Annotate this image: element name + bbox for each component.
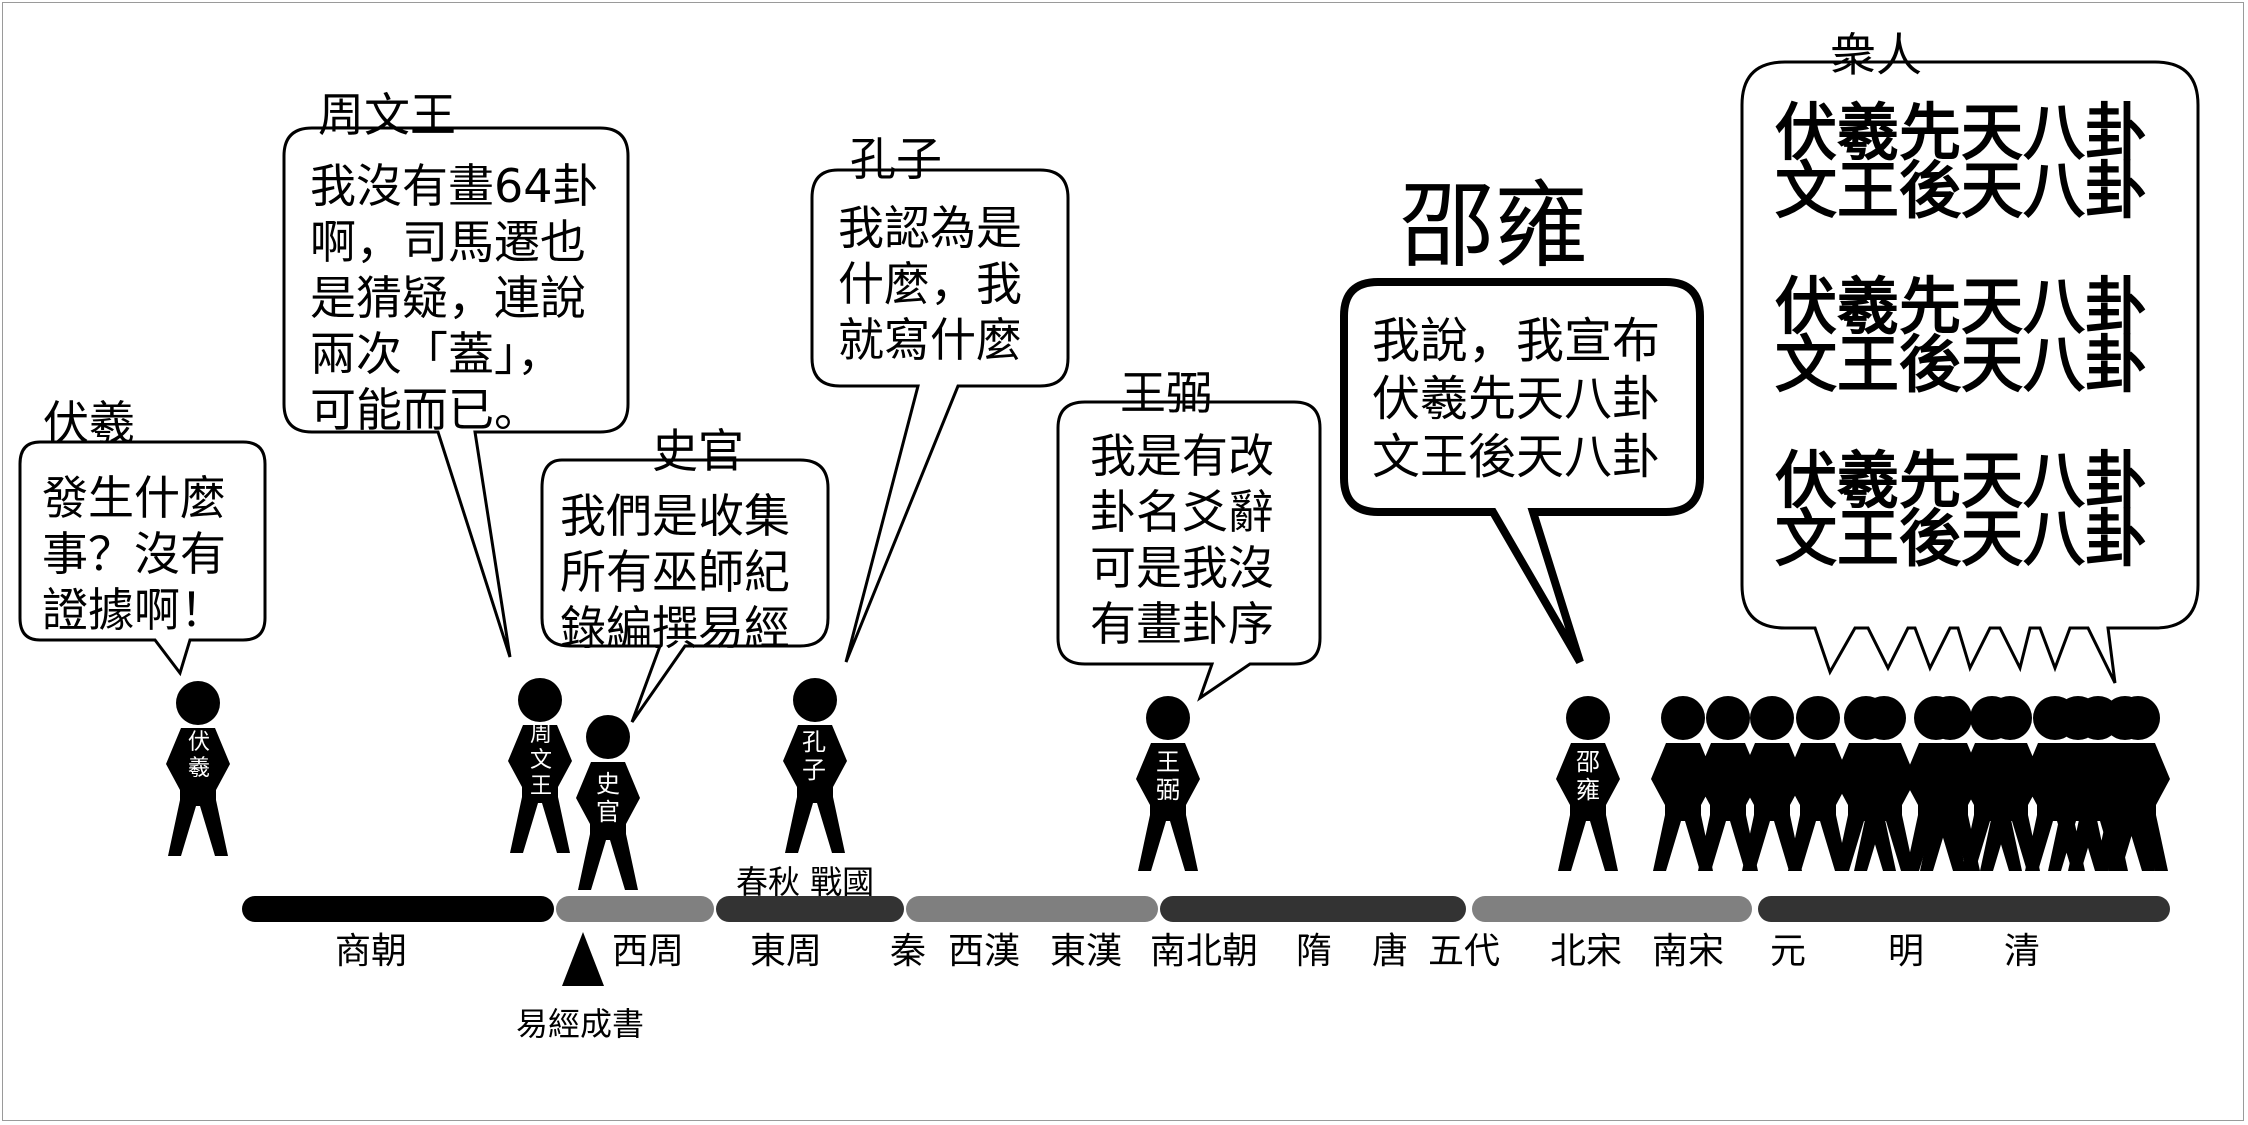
bubble-text-kongzi: 我認為是 什麼，我 就寫什麼 bbox=[838, 201, 1022, 367]
era-wudai: 五代 bbox=[1428, 931, 1501, 972]
timeline-bar-dongzhou bbox=[716, 896, 904, 922]
timeline-bar-nanbei-tang bbox=[1160, 896, 1466, 922]
bubble-zhongren bbox=[1740, 60, 2200, 684]
bubble-text-zhongren: 伏羲先天八卦 文王後天八卦 伏羲先天八卦 文王後天八卦 伏羲先天八卦 文王後天八… bbox=[1775, 96, 2148, 575]
speaker-zhongren: 衆人 bbox=[1830, 28, 1922, 82]
timeline-bar-yuan-ming-qing bbox=[1758, 896, 2170, 922]
era-nanbeichao: 南北朝 bbox=[1150, 931, 1259, 972]
bubble-fuxi bbox=[18, 440, 267, 677]
bubble-shaoyong bbox=[1340, 278, 1704, 665]
timeline-bar-song bbox=[1472, 896, 1752, 922]
speaker-kongzi: 孔子 bbox=[850, 132, 942, 186]
figure-label-zhouwenwang: 周 文 王 bbox=[530, 722, 553, 799]
speaker-fuxi: 伏羲 bbox=[43, 396, 135, 450]
figure-label-kongzi: 孔 子 bbox=[802, 728, 826, 784]
era-nansong: 南宋 bbox=[1652, 931, 1725, 972]
bubble-shiguan bbox=[540, 458, 830, 723]
bubble-text-zhouwenwang: 我沒有畫64卦 啊，司馬遷也 是猜疑，連說 兩次「蓋」， 可能而已。 bbox=[310, 159, 599, 437]
era-chunqiu-zhanguo: 春秋 戰國 bbox=[736, 863, 875, 901]
era-sui: 隋 bbox=[1296, 931, 1333, 972]
era-qing: 清 bbox=[2004, 931, 2041, 972]
bubble-wangbi bbox=[1056, 400, 1322, 702]
bubble-text-shaoyong: 我說，我宣布 伏羲先天八卦 文王後天八卦 bbox=[1372, 313, 1661, 485]
bubble-text-fuxi: 發生什麼 事？沒有 證據啊！ bbox=[42, 471, 226, 637]
timeline-bar-qin-han bbox=[906, 896, 1158, 922]
era-xizhou: 西周 bbox=[612, 931, 685, 972]
figure-label-wangbi: 王 弼 bbox=[1156, 748, 1180, 804]
era-shang: 商朝 bbox=[335, 931, 408, 972]
era-xihan: 西漢 bbox=[948, 931, 1021, 972]
yijing-marker-triangle bbox=[562, 932, 604, 986]
bubble-zhouwenwang bbox=[282, 126, 630, 658]
figure-label-shiguan: 史 官 bbox=[596, 770, 620, 826]
era-ming: 明 bbox=[1888, 931, 1925, 972]
bubble-kongzi bbox=[810, 168, 1070, 663]
speaker-shiguan: 史官 bbox=[652, 424, 744, 478]
yijing-marker-label: 易經成書 bbox=[516, 1005, 645, 1043]
crowd-figures bbox=[1651, 696, 2170, 871]
timeline-bar-xizhou bbox=[556, 896, 714, 922]
era-beisong: 北宋 bbox=[1550, 931, 1623, 972]
speaker-shaoyong: 邵雍 bbox=[1400, 172, 1589, 281]
figure-label-shaoyong: 邵 雍 bbox=[1576, 748, 1600, 804]
bubble-text-wangbi: 我是有改 卦名爻辭 可是我沒 有畫卦序 bbox=[1090, 429, 1274, 651]
era-donghan: 東漢 bbox=[1050, 931, 1123, 972]
bubble-text-shiguan: 我們是收集 所有巫師紀 錄編撰易經 bbox=[560, 489, 790, 655]
era-tang: 唐 bbox=[1372, 931, 1409, 972]
speaker-zhouwenwang: 周文王 bbox=[318, 88, 456, 142]
era-dongzhou: 東周 bbox=[750, 931, 823, 972]
timeline-bar-shang bbox=[242, 896, 554, 922]
era-yuan: 元 bbox=[1770, 931, 1807, 972]
figure-label-fuxi: 伏 羲 bbox=[188, 730, 211, 781]
era-qin: 秦 bbox=[890, 931, 927, 972]
speaker-wangbi: 王弼 bbox=[1120, 366, 1212, 420]
